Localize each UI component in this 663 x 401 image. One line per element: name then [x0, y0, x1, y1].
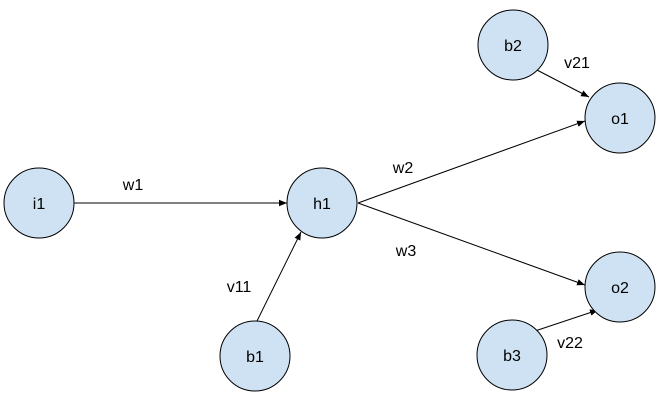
node-o2: o2 — [584, 251, 656, 323]
edge-b3-o2: v22 — [534, 309, 599, 352]
node-o1: o1 — [584, 82, 656, 154]
node-i1: i1 — [3, 167, 75, 239]
edge-label-w2: w2 — [392, 160, 414, 177]
node-b2-label: b2 — [504, 38, 522, 55]
node-b2-circle — [477, 9, 549, 81]
node-b1-circle — [219, 320, 291, 392]
edge-label-w1: w1 — [122, 177, 144, 194]
node-b3-circle — [476, 319, 548, 391]
node-b3: b3 — [476, 319, 548, 391]
edge-i1-h1: w1 — [74, 177, 287, 207]
edge-h1-o1: w2 — [357, 120, 586, 204]
node-o2-circle — [584, 251, 656, 323]
edge-b3-o2-line — [534, 309, 599, 332]
node-i1-label: i1 — [33, 196, 46, 213]
node-b1-label: b1 — [246, 349, 264, 366]
edge-b1-h1: v11 — [227, 231, 302, 322]
edge-label-v11: v11 — [227, 279, 252, 296]
node-o2-label: o2 — [611, 280, 629, 297]
edge-h1-o2-line — [357, 202, 586, 286]
edge-label-v22: v22 — [557, 335, 583, 352]
edge-b2-o1-line — [534, 68, 590, 98]
node-h1-label: h1 — [313, 196, 331, 213]
node-h1: h1 — [286, 167, 358, 239]
edge-label-v21: v21 — [564, 55, 590, 72]
edge-label-w3: w3 — [395, 243, 417, 260]
node-b3-label: b3 — [503, 348, 521, 365]
node-i1-circle — [3, 167, 75, 239]
node-b2: b2 — [477, 9, 549, 81]
edge-b1-h1-line — [256, 231, 302, 322]
edge-h1-o1-line — [357, 120, 586, 204]
edge-b2-o1: v21 — [534, 55, 590, 98]
edge-h1-o2: w3 — [357, 202, 586, 286]
node-o1-label: o1 — [611, 111, 629, 128]
node-b1: b1 — [219, 320, 291, 392]
node-h1-circle — [286, 167, 358, 239]
node-o1-circle — [584, 82, 656, 154]
